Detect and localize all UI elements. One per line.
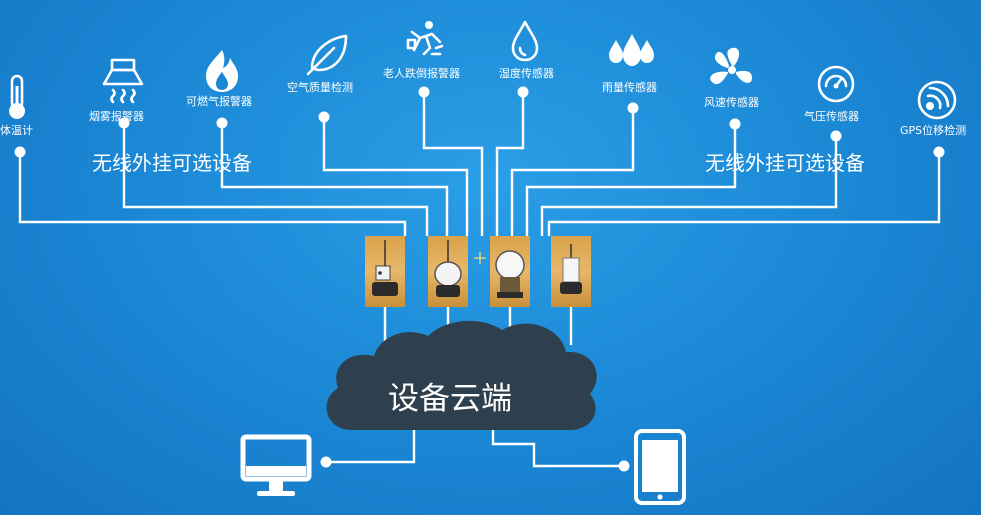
sensor-labels: 体温计 烟雾报警器 可燃气报警器 空气质量检测 老人跌倒报警器 湿度传感器 雨量… [0, 66, 966, 137]
optional-devices-left: 无线外挂可选设备 [92, 151, 252, 175]
hub-devices [365, 236, 591, 307]
gps-signal-icon [917, 80, 957, 120]
rain-drops-icon [609, 34, 654, 66]
hub-device-3 [490, 236, 530, 307]
hub-device-1 [365, 236, 405, 307]
sensor-label-thermometer: 体温计 [0, 123, 33, 137]
thermometer-icon [9, 74, 25, 119]
gauge-icon [817, 65, 855, 103]
crosshair-cursor-icon [474, 252, 486, 264]
sensor-label-fall-alarm: 老人跌倒报警器 [383, 66, 460, 80]
sensor-wires [18, 92, 941, 236]
sensor-label-air-quality: 空气质量检测 [287, 80, 353, 94]
sensor-label-rainfall: 雨量传感器 [602, 81, 657, 94]
client-links [320, 430, 630, 472]
flame-icon [206, 50, 238, 92]
sensor-label-gas-alarm: 可燃气报警器 [186, 94, 252, 108]
leaf-icon [306, 34, 348, 76]
tablet-icon [634, 429, 686, 505]
sensor-label-smoke-alarm: 烟雾报警器 [89, 109, 144, 123]
range-hood-icon [102, 58, 144, 104]
hub-device-4 [551, 236, 591, 307]
water-drop-icon [511, 20, 539, 62]
sensor-label-gps: GPS位移检测 [900, 123, 966, 137]
fan-icon [710, 47, 752, 85]
sensor-label-humidity: 湿度传感器 [499, 66, 554, 80]
desktop-monitor-icon [240, 434, 312, 496]
sensor-label-air-pressure: 气压传感器 [804, 109, 859, 123]
device-cloud: 设备云端 [326, 320, 597, 431]
cloud-label: 设备云端 [388, 381, 512, 417]
sensor-dots [14, 86, 945, 158]
hub-device-2 [428, 236, 468, 307]
sensor-label-wind-speed: 风速传感器 [704, 96, 759, 109]
optional-devices-right: 无线外挂可选设备 [705, 151, 865, 175]
falling-person-icon [406, 21, 444, 56]
